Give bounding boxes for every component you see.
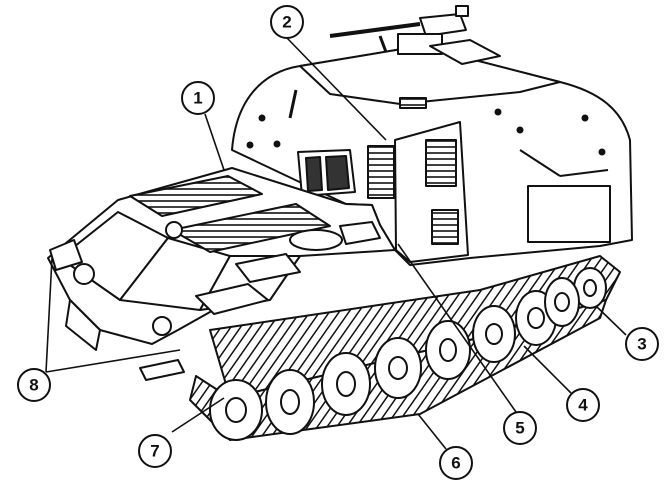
leader-2 xyxy=(286,37,387,141)
machine-gun xyxy=(329,5,501,65)
callout-1: 1 xyxy=(181,81,215,115)
svg-text:8: 8 xyxy=(29,376,38,395)
turret xyxy=(231,45,633,266)
svg-text:3: 3 xyxy=(637,335,646,354)
leader-8b xyxy=(45,349,181,373)
svg-text:1: 1 xyxy=(193,89,202,108)
leader-7 xyxy=(171,397,225,433)
hull xyxy=(47,167,396,351)
callout-8: 8 xyxy=(17,368,51,402)
callout-5: 5 xyxy=(503,411,537,445)
leader-5 xyxy=(397,243,517,413)
svg-text:5: 5 xyxy=(515,419,524,438)
callout-6: 6 xyxy=(439,446,473,480)
leader-8a xyxy=(45,257,53,373)
leader-1 xyxy=(204,113,225,171)
callout-2: 2 xyxy=(270,5,304,39)
callout-7: 7 xyxy=(138,434,172,468)
svg-text:4: 4 xyxy=(578,396,588,415)
leader-3 xyxy=(595,305,627,336)
vehicle-illustration xyxy=(47,5,633,441)
leader-4 xyxy=(523,345,572,394)
svg-text:2: 2 xyxy=(282,13,291,32)
leader-6 xyxy=(417,413,447,450)
svg-text:7: 7 xyxy=(150,442,159,461)
svg-text:6: 6 xyxy=(451,454,460,473)
leader-lines xyxy=(45,37,627,450)
track-assembly xyxy=(139,255,621,441)
callout-3: 3 xyxy=(625,327,659,361)
callout-4: 4 xyxy=(566,388,600,422)
road-wheels xyxy=(265,277,580,435)
